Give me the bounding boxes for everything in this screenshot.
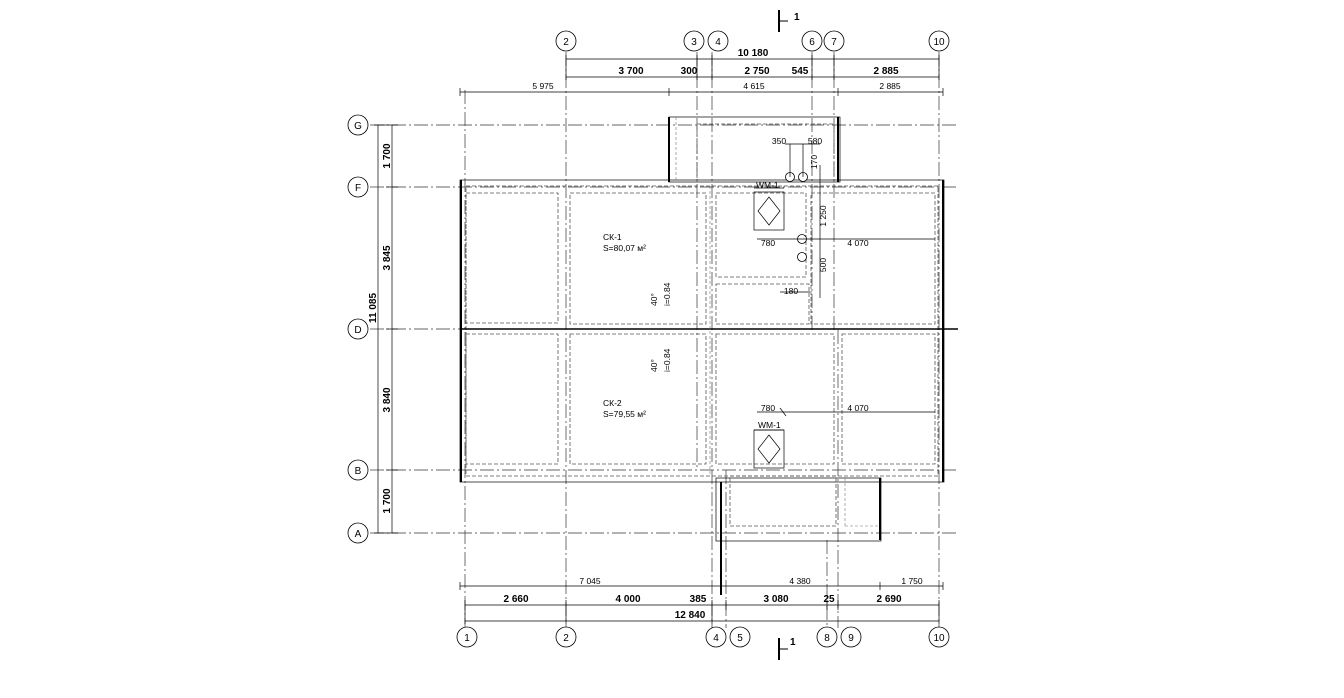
axis-bottom-8: 8 xyxy=(824,633,830,644)
top-dimensions: 10 180 3 700 300 2 750 545 2 885 5 975 4… xyxy=(459,48,944,96)
dim-left-seg-3: 3 840 xyxy=(382,387,393,412)
dim-top-seg-3: 2 750 xyxy=(744,66,769,77)
room-2-area: S=79,55 м² xyxy=(603,409,646,419)
axis-left-G: G xyxy=(354,121,362,132)
dim-top-sec-1: 5 975 xyxy=(532,81,554,91)
axis-bottom-1: 1 xyxy=(464,633,470,644)
room-1-name: СК-1 xyxy=(603,232,622,242)
dim-top-seg-2: 300 xyxy=(681,66,698,77)
dim-local-170: 170 xyxy=(809,155,819,169)
axis-left-B: B xyxy=(355,466,362,477)
axis-bottom-5: 5 xyxy=(737,633,743,644)
section-top-label: 1 xyxy=(794,12,800,23)
equipment xyxy=(753,143,935,469)
dim-left-seg-4: 1 700 xyxy=(382,488,393,513)
dim-local-4070-top: 4 070 xyxy=(847,238,869,248)
room-2-angle: 40° xyxy=(649,359,659,372)
dim-local-500: 500 xyxy=(818,258,828,272)
section-bottom-label: 1 xyxy=(790,637,796,648)
dim-bottom-sec-1: 7 045 xyxy=(579,576,601,586)
room-1-area: S=80,07 м² xyxy=(603,243,646,253)
section-markers: 1 1 xyxy=(778,10,800,660)
dim-left-seg-2: 3 845 xyxy=(382,245,393,270)
wm1-top-box xyxy=(753,191,785,231)
dim-bottom-seg-4: 3 080 xyxy=(763,594,788,605)
axis-top-2: 2 xyxy=(563,37,569,48)
axis-top-6: 6 xyxy=(809,37,815,48)
room-2-slope: i=0.84 xyxy=(662,348,672,372)
room-1-slope: i=0.84 xyxy=(662,282,672,306)
dim-top-seg-1: 3 700 xyxy=(618,66,643,77)
axis-bottom-10: 10 xyxy=(933,633,945,644)
axis-top-7: 7 xyxy=(831,37,837,48)
dim-local-350: 350 xyxy=(772,136,786,146)
dim-top-sec-3: 2 885 xyxy=(879,81,901,91)
axis-top-4: 4 xyxy=(715,37,721,48)
axis-left-F: F xyxy=(355,183,361,194)
dim-bottom-sec-2: 4 380 xyxy=(789,576,811,586)
dim-bottom-sec-3: 1 750 xyxy=(901,576,923,586)
axis-bubbles-bottom: 1 2 4 5 8 9 10 xyxy=(456,626,950,648)
dim-top-seg-5: 2 885 xyxy=(873,66,898,77)
dim-top-sec-2: 4 615 xyxy=(743,81,765,91)
dim-bottom-seg-6: 2 690 xyxy=(876,594,901,605)
room-labels: СК-1 S=80,07 м² 40° i=0.84 СК-2 S=79,55 … xyxy=(603,180,781,430)
axis-left-D: D xyxy=(354,325,361,336)
left-dimensions: 11 085 1 700 3 845 3 840 1 700 xyxy=(368,124,398,534)
axis-bubbles-left: G F D B A xyxy=(347,114,369,544)
pipe-icon xyxy=(797,252,807,262)
dim-bottom-seg-3: 385 xyxy=(690,594,707,605)
axis-bottom-9: 9 xyxy=(848,633,854,644)
dim-bottom-seg-5: 25 xyxy=(823,594,835,605)
wm1-label-top: WM-1 xyxy=(756,180,779,190)
building-walls xyxy=(459,116,958,595)
dim-local-580: 580 xyxy=(808,136,822,146)
grid-lines-vertical xyxy=(464,52,940,628)
dim-bottom-seg-1: 2 660 xyxy=(503,594,528,605)
dim-local-1250: 1 250 xyxy=(818,205,828,227)
wm1-bottom-box xyxy=(753,429,785,469)
bottom-dimensions: 7 045 4 380 1 750 2 660 4 000 385 3 080 … xyxy=(459,576,944,624)
dim-local-4070-bottom: 4 070 xyxy=(847,403,869,413)
wm1-label-bottom: WM-1 xyxy=(758,420,781,430)
dim-local-780-top: 780 xyxy=(761,238,775,248)
axis-left-A: A xyxy=(355,529,362,540)
room-2-name: СК-2 xyxy=(603,398,622,408)
dim-bottom-seg-2: 4 000 xyxy=(615,594,640,605)
axis-top-3: 3 xyxy=(691,37,697,48)
dim-left-seg-1: 1 700 xyxy=(382,143,393,168)
dim-left-total: 11 085 xyxy=(368,293,379,323)
axis-top-10: 10 xyxy=(933,37,945,48)
dim-top-total: 10 180 xyxy=(738,48,769,59)
dim-local-180: 180 xyxy=(784,286,798,296)
dim-local-780-bottom: 780 xyxy=(761,403,775,413)
dim-top-seg-4: 545 xyxy=(792,66,809,77)
local-dimensions: 350 580 170 1 250 780 4 070 500 180 780 … xyxy=(761,136,869,413)
dim-bottom-total: 12 840 xyxy=(675,610,706,621)
axis-bubbles-top: 2 3 4 6 7 10 xyxy=(555,30,950,52)
axis-bottom-4: 4 xyxy=(713,633,719,644)
axis-bottom-2: 2 xyxy=(563,633,569,644)
room-1-angle: 40° xyxy=(649,293,659,306)
